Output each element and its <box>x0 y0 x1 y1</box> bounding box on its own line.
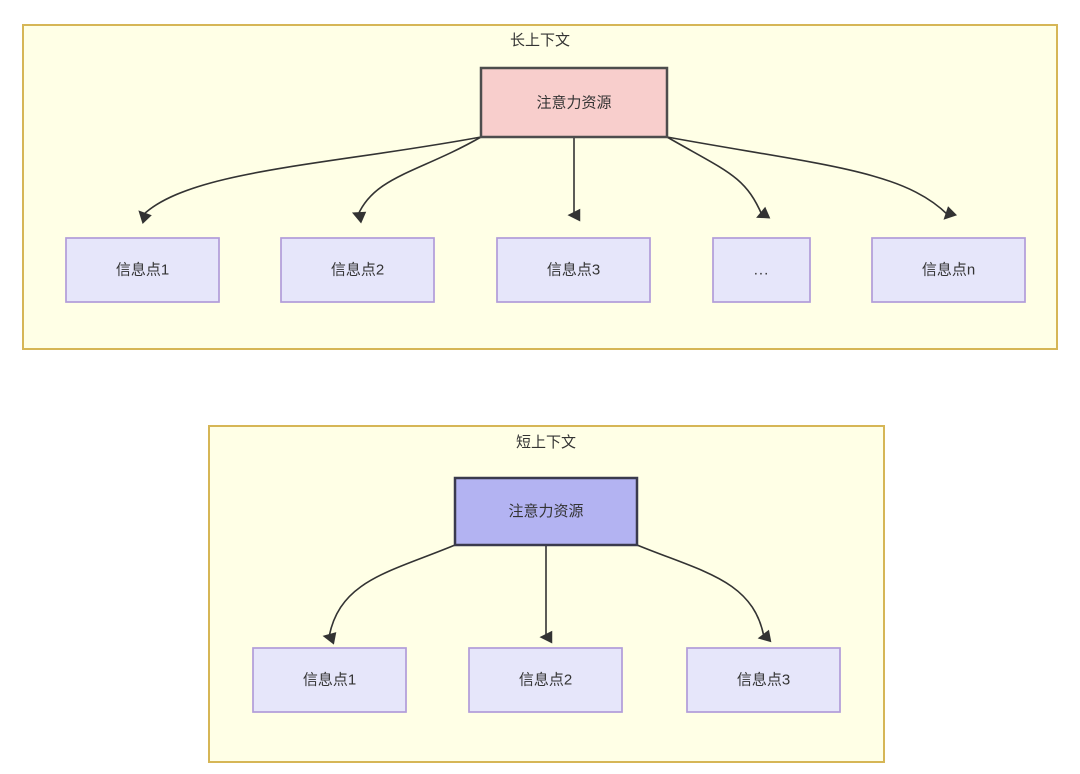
node-info-point-n-long-rect[interactable] <box>871 237 1026 303</box>
node-attention-resource-short[interactable]: 注意力资源 <box>453 476 639 547</box>
node-info-point-2-long-label: 信息点2 <box>331 261 384 278</box>
panel-long-context-edges <box>138 136 958 225</box>
node-info-point-3-long-rect[interactable] <box>496 237 651 303</box>
node-info-point-1-long-rect[interactable] <box>65 237 220 303</box>
node-info-point-ellipsis-long-rect[interactable] <box>712 237 811 303</box>
node-info-point-3-long[interactable]: 信息点3 <box>496 237 651 303</box>
node-info-point-2-long-rect[interactable] <box>280 237 435 303</box>
node-info-point-3-long-label: 信息点3 <box>547 261 600 278</box>
node-info-point-3-short-label: 信息点3 <box>737 671 790 688</box>
node-info-point-3-short-rect[interactable] <box>686 647 841 713</box>
node-info-point-2-short-label: 信息点2 <box>519 671 572 688</box>
node-info-point-1-long-label: 信息点1 <box>116 261 169 278</box>
node-attention-resource-short-rect[interactable] <box>453 476 639 547</box>
node-attention-resource-long[interactable]: 注意力资源 <box>479 66 669 139</box>
node-info-point-2-short[interactable]: 信息点2 <box>468 647 623 713</box>
node-info-point-3-short[interactable]: 信息点3 <box>686 647 841 713</box>
node-info-point-2-short-rect[interactable] <box>468 647 623 713</box>
panel-short-context: 短上下文 注意力资源 信息点1 信息点2 <box>208 425 885 763</box>
node-info-point-n-long-label: 信息点n <box>922 261 975 278</box>
edge-root-to-leaf-3-short <box>636 544 772 643</box>
edge-root-to-leaf-2 <box>351 136 482 224</box>
node-attention-resource-short-label: 注意力资源 <box>508 502 583 520</box>
node-info-point-1-short-label: 信息点1 <box>303 671 356 688</box>
edge-root-to-leaf-1 <box>138 136 482 225</box>
panel-short-context-title: 短上下文 <box>516 434 576 451</box>
node-info-point-n-long[interactable]: 信息点n <box>871 237 1026 303</box>
panel-long-context: 长上下文 注意力资源 信息点1 信息点2 <box>22 24 1058 350</box>
node-attention-resource-long-label: 注意力资源 <box>536 93 611 111</box>
edge-root-to-leaf-5 <box>666 136 958 220</box>
edge-root-to-leaf-4 <box>666 136 771 219</box>
node-info-point-2-long[interactable]: 信息点2 <box>280 237 435 303</box>
node-info-point-1-short[interactable]: 信息点1 <box>252 647 407 713</box>
edge-root-to-leaf-1-short <box>322 544 456 645</box>
panel-short-context-edges <box>322 544 772 645</box>
node-info-point-1-short-rect[interactable] <box>252 647 407 713</box>
node-info-point-1-long[interactable]: 信息点1 <box>65 237 220 303</box>
node-info-point-ellipsis-long-label: ... <box>754 261 770 278</box>
node-attention-resource-long-rect[interactable] <box>479 66 669 139</box>
panel-long-context-title: 长上下文 <box>510 32 570 49</box>
node-info-point-ellipsis-long[interactable]: ... <box>712 237 811 303</box>
